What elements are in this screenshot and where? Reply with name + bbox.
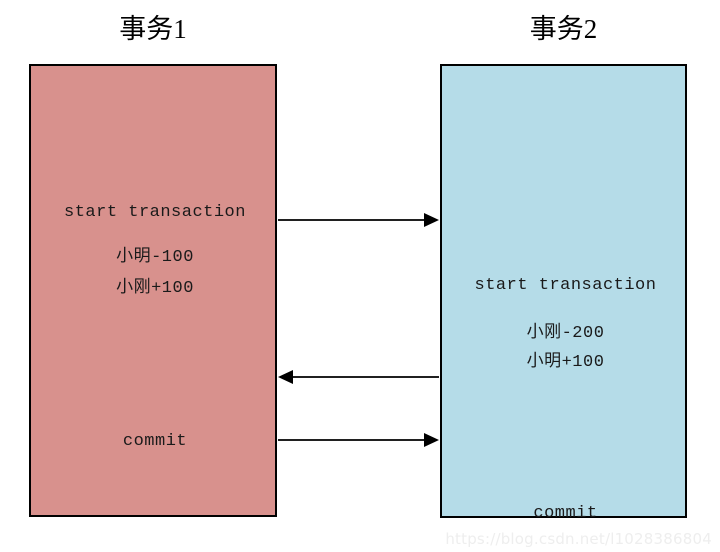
transaction-1-amount-2: 小刚+100 xyxy=(116,279,194,298)
transaction-1-amount-1: 小明-100 xyxy=(116,248,194,267)
transaction-1-start-label: start transaction xyxy=(64,203,246,222)
transaction-2-box: start transaction 小刚-200 小明+100 commit xyxy=(440,64,687,522)
transaction-1-commit-label: commit xyxy=(122,432,188,451)
transaction-2-start-label: start transaction xyxy=(474,276,657,295)
transaction-1-title: 事务1 xyxy=(119,14,187,44)
transaction-2-amount-2: 小明+100 xyxy=(526,353,605,372)
transaction-1-box: start transaction 小明-100 小刚+100 commit xyxy=(29,64,277,517)
transaction-2-commit-label: commit xyxy=(533,504,598,523)
transaction-2-amount-1: 小刚-200 xyxy=(526,324,605,343)
arrow-2-left xyxy=(278,370,439,384)
watermark-text: https://blog.csdn.net/l1028386804 xyxy=(445,530,712,548)
transaction-2-title: 事务2 xyxy=(529,14,598,44)
arrow-3-right xyxy=(278,433,439,447)
arrow-1-right xyxy=(278,213,439,227)
